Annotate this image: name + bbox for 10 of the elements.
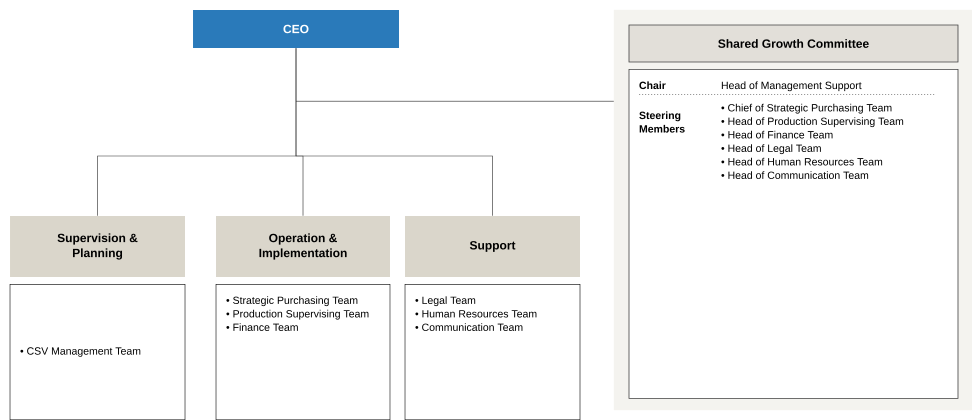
team-list-box: • Legal Team • Human Resources Team • Communication Team [404,284,580,420]
committee-members-box: Chair Head of Management Support Steering Members • Chief of Strategic Purchasing Team • Head of Production Supervising Team • Head of Finance Team • Head of Legal Team • Head of Human Resources Team • Head of Communication Team [628,69,958,399]
committee-header: Shared Growth Committee [628,24,958,62]
team-list-box: • Strategic Purchasing Team • Production Supervising Team • Finance Team [216,284,390,420]
ceo-box: CEO [193,10,399,48]
department-header: Supervision & Planning [10,216,186,277]
department-header: Support [405,216,580,277]
connector-line [296,48,614,102]
team-list-box: • CSV Management Team [10,284,186,420]
department-header: Operation & Implementation [216,216,390,277]
